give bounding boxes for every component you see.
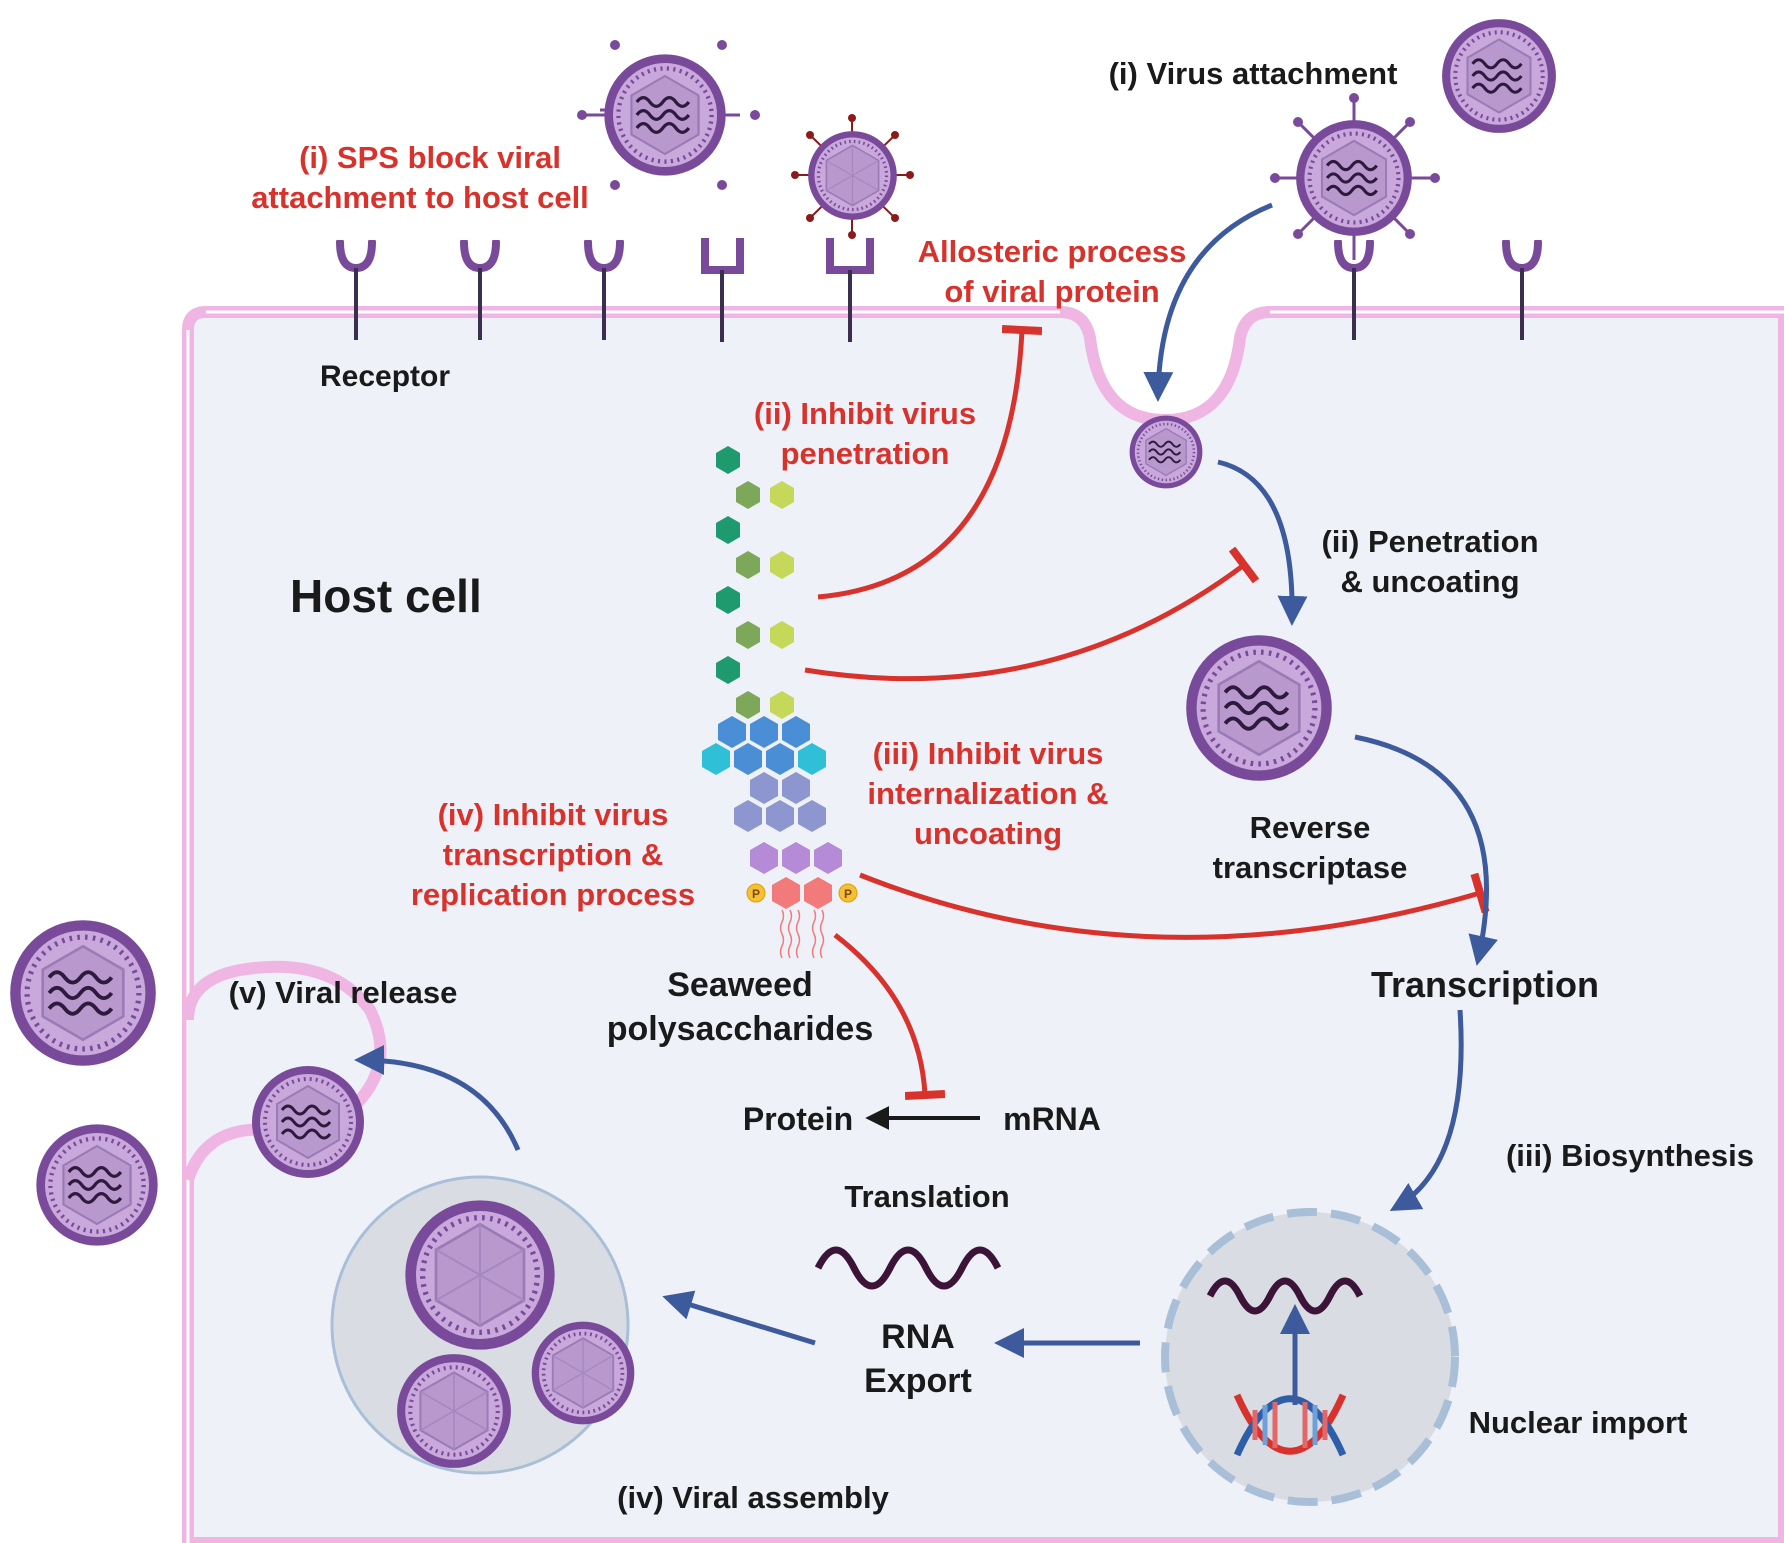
translation-label: Translation bbox=[844, 1179, 1009, 1214]
rna-export-label: RNA bbox=[881, 1318, 955, 1356]
inhibit-penetration-label: (ii) Inhibit virus bbox=[754, 396, 976, 431]
virus-icon bbox=[1128, 414, 1204, 490]
reverse-transcriptase-label: transcriptase bbox=[1213, 850, 1408, 885]
nucleus-icon bbox=[1161, 1208, 1459, 1506]
inhibit-transcription-label: (iv) Inhibit virus bbox=[438, 797, 669, 832]
penetration-label: & uncoating bbox=[1340, 564, 1519, 599]
seaweed-label: polysaccharides bbox=[607, 1010, 873, 1048]
receptor-row-left bbox=[340, 238, 874, 342]
dna-helix-icon bbox=[1233, 1393, 1347, 1457]
vesicle-icon bbox=[330, 1175, 637, 1475]
inhibit-transcription-label: replication process bbox=[411, 877, 695, 912]
nuclear-import-label: Nuclear import bbox=[1469, 1405, 1688, 1440]
virus-attachment-label: (i) Virus attachment bbox=[1109, 56, 1398, 91]
host-cell-label: Host cell bbox=[290, 570, 482, 622]
sps-block-label: attachment to host cell bbox=[251, 180, 589, 215]
inhibition-arrows bbox=[804, 325, 1490, 1101]
receptor-icon bbox=[701, 238, 744, 342]
phosphate-label: P bbox=[844, 887, 852, 901]
virus-icon bbox=[577, 40, 760, 190]
transcription-label: Transcription bbox=[1371, 964, 1599, 1005]
virus-icon bbox=[36, 1124, 157, 1245]
virus-icon bbox=[250, 1064, 366, 1180]
inhibit-internalization-label: uncoating bbox=[914, 816, 1062, 851]
virus-icon bbox=[1186, 635, 1332, 781]
inhibit-transcription-label: transcription & bbox=[443, 837, 663, 872]
allosteric-label: Allosteric process bbox=[918, 234, 1187, 269]
rna-strand-icon bbox=[814, 1246, 1002, 1290]
rna-strand-icon bbox=[1206, 1277, 1364, 1315]
penetration-label: (ii) Penetration bbox=[1321, 524, 1538, 559]
process-arrows bbox=[354, 202, 1498, 1358]
rna-export-label: Export bbox=[864, 1362, 972, 1400]
biosynthesis-label: (iii) Biosynthesis bbox=[1506, 1138, 1754, 1173]
sps-block-label: (i) SPS block viral bbox=[299, 140, 561, 175]
virus-icon bbox=[1442, 19, 1556, 133]
viral-release-label: (v) Viral release bbox=[229, 975, 458, 1010]
reverse-transcriptase-label: Reverse bbox=[1250, 810, 1371, 845]
polysaccharide-chain-icon: P P bbox=[702, 446, 858, 959]
labels: Host cell Receptor (i) SPS block viral a… bbox=[229, 56, 1754, 1515]
virus-icon bbox=[791, 114, 914, 239]
protein-label: Protein bbox=[743, 1101, 853, 1137]
allosteric-label: of viral protein bbox=[944, 274, 1159, 309]
inhibit-internalization-label: internalization & bbox=[867, 776, 1108, 811]
inhibit-penetration-label: penetration bbox=[781, 436, 950, 471]
mrna-label: mRNA bbox=[1003, 1101, 1101, 1137]
phosphate-label: P bbox=[752, 887, 760, 901]
inhibit-internalization-label: (iii) Inhibit virus bbox=[873, 736, 1104, 771]
virus-icon bbox=[10, 920, 156, 1066]
viral-assembly-label: (iv) Viral assembly bbox=[617, 1480, 889, 1515]
receptor-label: Receptor bbox=[320, 360, 450, 393]
virus-icon bbox=[1270, 93, 1440, 260]
receptor-icon bbox=[826, 238, 874, 342]
seaweed-label: Seaweed bbox=[667, 966, 813, 1004]
